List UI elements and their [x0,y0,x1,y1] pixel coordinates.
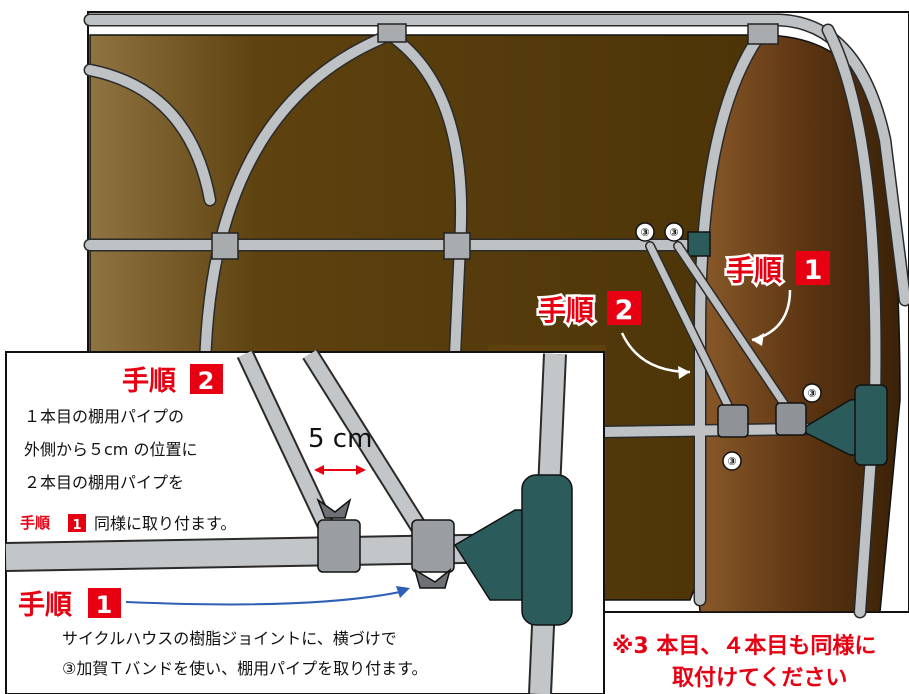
inset-step1-line-1: サイクルハウスの樹脂ジョイントに、横づけで [62,629,397,648]
svg-text:手順: 手順 [122,366,176,397]
svg-text:手順: 手順 [726,254,782,287]
inset-step1-heading: 手順 1 [16,588,121,624]
inset-blue-arrow [125,586,410,606]
inset-step2-ref: 手順 1 同様に取り付ます。 [19,513,237,534]
frame-pipes [83,13,909,619]
svg-text:手順: 手順 [20,514,51,532]
band-marker-1: ③ [635,222,655,242]
svg-text:③: ③ [727,455,736,468]
t-bands-main [717,402,807,438]
inset-step2-line-1: １本目の棚用パイプの [24,407,185,426]
inset-resin-joint [453,474,573,626]
svg-text:同様に取り付ます。: 同様に取り付ます。 [94,514,236,533]
inset-t-bands [316,497,455,589]
step2-label-main: 手順 2 [536,291,641,330]
shelf-pipes-main [645,241,800,425]
svg-text:1: 1 [96,591,113,619]
distance-marker: 5 cm [308,424,372,475]
inset-step2-heading: 手順 2 [120,364,223,400]
band-marker-3: ③ [802,383,822,403]
svg-text:手順: 手順 [18,590,72,621]
band-marker-4: ③ [722,451,742,471]
svg-text:③: ③ [669,226,678,239]
note-line-1: ※3 本目、４本目も同様に [612,634,877,659]
frame-joints [211,23,779,260]
step1-label-main: 手順 1 [724,251,830,290]
svg-text:③: ③ [807,387,816,400]
band-marker-2: ③ [664,222,684,242]
svg-text:2: 2 [615,295,634,326]
svg-text:手順: 手順 [538,294,594,327]
svg-text:1: 1 [72,518,81,533]
svg-text:③: ③ [640,226,649,239]
inset-step2-line-3: ２本目の棚用パイプを [24,473,185,492]
resin-joint-main [687,231,888,466]
inset-step2-line-2: 外側から５cm の位置に [24,440,198,459]
svg-text:2: 2 [198,367,215,395]
svg-text:5 cm: 5 cm [308,424,372,454]
note-line-2: 取付けてください [672,666,848,691]
svg-text:1: 1 [804,255,823,286]
inset-step1-line-2: ③加賀Ｔバンドを使い、棚用パイプを取り付ます。 [62,659,428,678]
